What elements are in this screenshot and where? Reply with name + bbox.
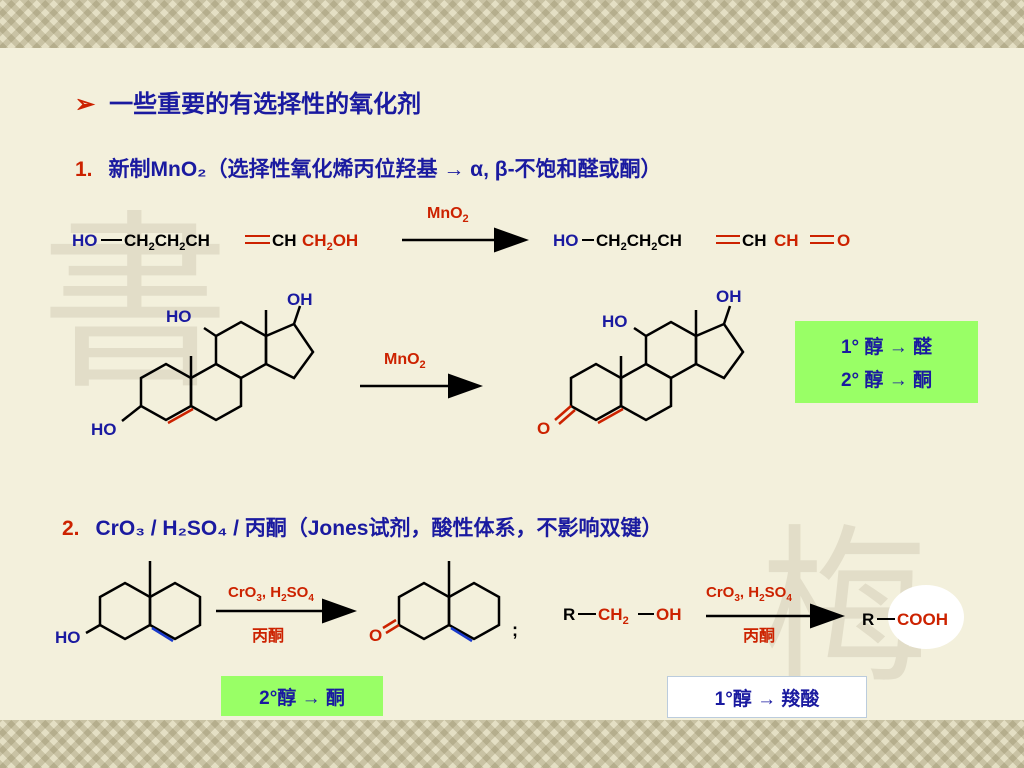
r1-product-ch: CH [742, 231, 767, 250]
r4-reactant-ch2: CH2 [598, 605, 629, 627]
r3-product-o: O [369, 626, 382, 645]
section-1-number: 1. [75, 158, 93, 181]
r4-reactant-r: R [563, 605, 575, 624]
heading-text: 一些重要的有选择性的氧化剂 [109, 91, 422, 118]
note-2-text: 2°醇 → 酮 [259, 687, 345, 709]
r1-product-ch-red: CH [774, 231, 799, 250]
reaction-2 [121, 305, 315, 425]
r1-reactant-ho: HO [72, 231, 98, 250]
r2-product-o: O [537, 419, 550, 438]
r1-product-ho: HO [553, 231, 579, 250]
r4-reagent-top: CrO3, H2SO4 [706, 584, 792, 604]
r4-reactant-oh: OH [656, 605, 682, 624]
r4-product-highlight [888, 585, 964, 649]
note-3-text: 1°醇 → 羧酸 [714, 688, 820, 710]
reaction-1: HO CH2CH2CH CH CH2OH MnO2 HO CH2CH2CH CH… [72, 205, 850, 253]
bullet-arrow-icon: ➢ [75, 91, 96, 118]
r1-reagent: MnO2 [427, 205, 469, 225]
section-2-text: CrO₃ / H₂SO₄ / 丙酮（Jones试剂，酸性体系，不影响双键） [95, 517, 663, 540]
r4-product-cooh: COOH [897, 610, 948, 629]
r4-product-r: R [862, 610, 874, 629]
section-2-title: 2. CrO₃ / H₂SO₄ / 丙酮（Jones试剂，酸性体系，不影响双键） [62, 512, 662, 542]
note-box-secondary-alcohol: 2°醇 → 酮 [221, 676, 383, 716]
slide-heading: ➢ 一些重要的有选择性的氧化剂 [75, 84, 421, 119]
note-box-mno2: 1° 醇 → 醛 2° 醇 → 酮 [795, 321, 978, 403]
section-2-number: 2. [62, 517, 80, 540]
note-1-line-2: 2° 醇 → 酮 [840, 370, 932, 391]
r2-reactant-oh: OH [287, 290, 313, 309]
r3-reactant-ho: HO [55, 628, 81, 647]
r2-reactant-ho-bottom: HO [91, 420, 117, 439]
note-box-primary-alcohol: 1°醇 → 羧酸 [667, 676, 867, 718]
r3-reagent-top: CrO3, H2SO4 [228, 584, 314, 604]
r2-reagent: MnO2 [384, 351, 426, 371]
r2-reactant-ho-top: HO [166, 307, 192, 326]
r2-product-oh: OH [716, 287, 742, 306]
r1-reactant-chain: CH2CH2CH [124, 231, 210, 253]
background-watermark: 書 [40, 194, 231, 415]
r4-reagent-bottom: 丙酮 [743, 627, 775, 645]
decorative-top-border [0, 0, 1024, 48]
r1-product-chain: CH2CH2CH [596, 231, 682, 253]
decorative-bottom-border [0, 720, 1024, 768]
r1-product-o: O [837, 231, 850, 250]
r1-reactant-ch: CH [272, 231, 297, 250]
separator: ; [512, 620, 518, 640]
section-1-title: 1. 新制MnO₂（选择性氧化烯丙位羟基 → α, β-不饱和醛或酮） [75, 153, 662, 183]
note-1-line-1: 1° 醇 → 醛 [840, 337, 932, 358]
section-1-text: 新制MnO₂（选择性氧化烯丙位羟基 → α, β-不饱和醛或酮） [108, 158, 662, 181]
r1-reactant-ch2oh: CH2OH [302, 231, 358, 253]
r3-reagent-bottom: 丙酮 [252, 627, 284, 645]
r2-product-ho: HO [602, 312, 628, 331]
